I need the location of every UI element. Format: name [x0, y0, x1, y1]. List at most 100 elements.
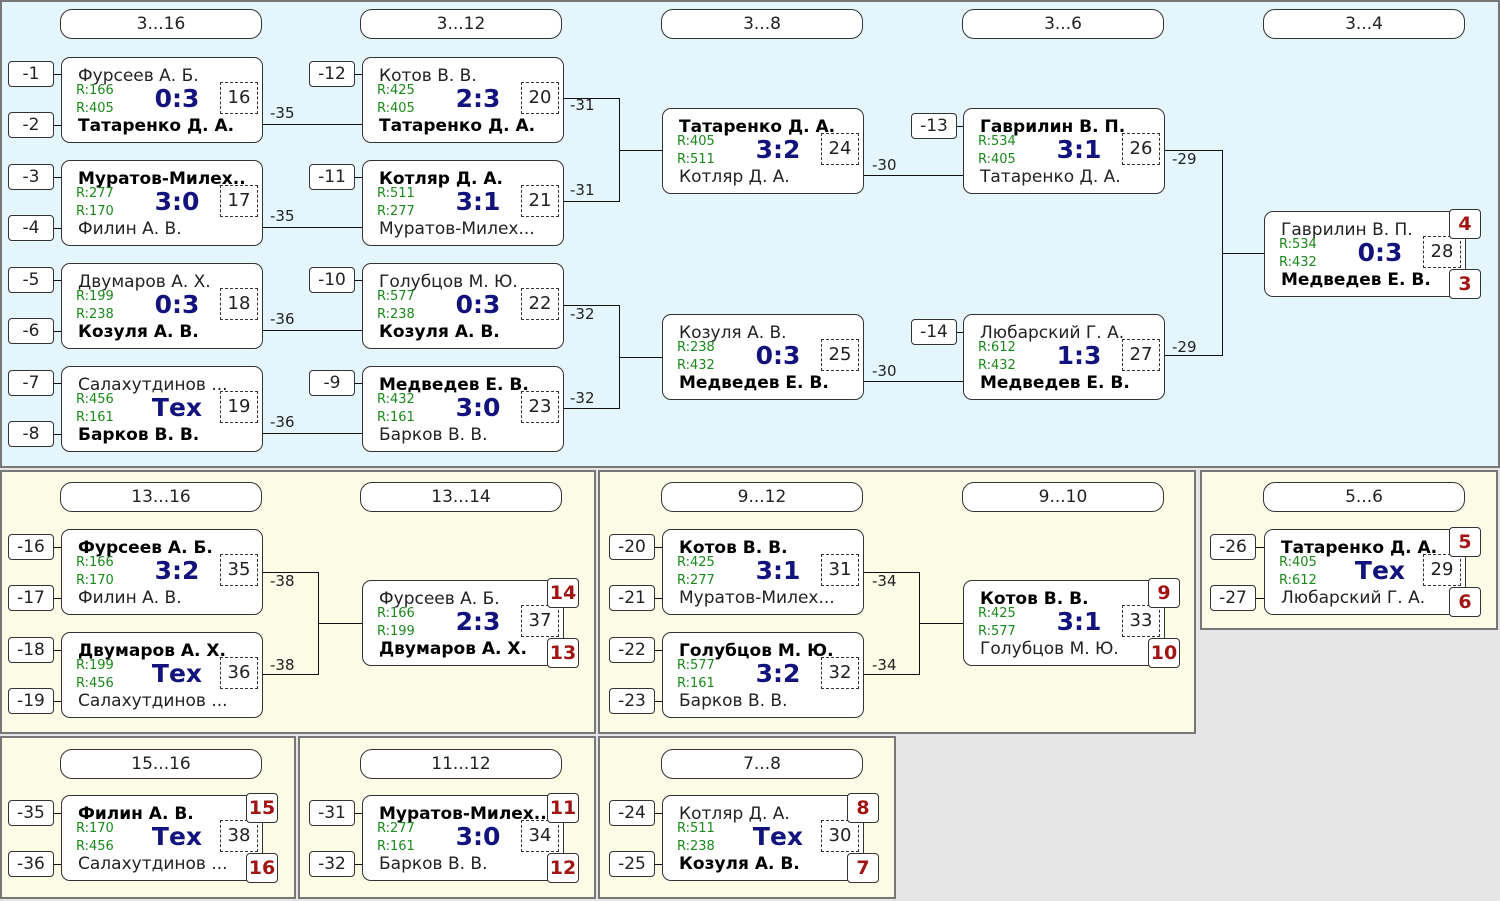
- player-rating: R:612: [1279, 573, 1317, 588]
- match-score: 3:0: [455, 822, 501, 851]
- seed-slot: -1: [8, 61, 54, 87]
- loser-reference: -34: [872, 656, 897, 674]
- loser-reference: -32: [570, 389, 595, 407]
- player-rating: R:238: [377, 307, 415, 322]
- player-name: Муратов-Милех...: [78, 169, 246, 189]
- connector-line: [54, 813, 62, 814]
- player-rating: R:199: [76, 658, 114, 673]
- connector-line: [564, 305, 619, 306]
- player-rating: R:166: [76, 555, 114, 570]
- connector-line: [864, 381, 963, 382]
- player-name: Котляр Д. А.: [679, 167, 790, 187]
- seed-slot: -25: [609, 851, 655, 877]
- player-name: Филин А. В.: [78, 804, 194, 824]
- connector-line: [263, 227, 362, 228]
- loser-reference: -36: [270, 413, 295, 431]
- connector-line: [655, 547, 663, 548]
- match-number: 22: [521, 288, 559, 320]
- player-rating: R:166: [377, 606, 415, 621]
- match-score: Тех: [151, 659, 203, 688]
- seed-slot: -8: [8, 421, 54, 447]
- seed-slot: -18: [8, 637, 54, 663]
- match-number: 34: [521, 820, 559, 852]
- loser-reference: -32: [570, 305, 595, 323]
- match-number: 18: [220, 288, 258, 320]
- player-name: Котов В. В.: [379, 66, 477, 86]
- seed-slot: -5: [8, 267, 54, 293]
- player-name: Салахутдинов ...: [78, 691, 228, 711]
- player-rating: R:425: [677, 555, 715, 570]
- player-rating: R:456: [76, 839, 114, 854]
- player-name: Двумаров А. Х.: [379, 639, 527, 659]
- connector-line: [54, 864, 62, 865]
- player-rating: R:577: [377, 289, 415, 304]
- connector-line: [54, 650, 62, 651]
- connector-line: [619, 150, 662, 151]
- place-badge: 8: [847, 793, 879, 823]
- player-rating: R:277: [377, 821, 415, 836]
- connector-line: [655, 864, 663, 865]
- match-score: Тех: [151, 822, 203, 851]
- player-name: Любарский Г. А.: [1281, 588, 1426, 608]
- player-name: Двумаров А. Х.: [78, 272, 211, 292]
- match-score: 0:3: [455, 290, 501, 319]
- connector-line: [1165, 150, 1222, 151]
- match-number: 35: [220, 554, 258, 586]
- connector-line: [1256, 547, 1264, 548]
- connector-line: [957, 332, 965, 333]
- place-badge: 10: [1148, 638, 1180, 668]
- loser-reference: -31: [570, 181, 595, 199]
- loser-reference: -38: [270, 572, 295, 590]
- seed-slot: -32: [309, 851, 355, 877]
- seed-slot: -22: [609, 637, 655, 663]
- seed-slot: -9: [309, 370, 355, 396]
- connector-line: [263, 572, 318, 573]
- seed-slot: -19: [8, 688, 54, 714]
- player-name: Двумаров А. Х.: [78, 641, 226, 661]
- connector-line: [54, 701, 62, 702]
- loser-reference: -30: [872, 362, 897, 380]
- seed-slot: -2: [8, 112, 54, 138]
- place-badge: 11: [547, 793, 579, 823]
- player-name: Козуля А. В.: [78, 322, 199, 342]
- connector-line: [263, 124, 362, 125]
- player-rating: R:405: [377, 101, 415, 116]
- place-badge: 9: [1148, 578, 1180, 608]
- player-name: Барков В. В.: [379, 854, 488, 874]
- match-score: 3:1: [1056, 135, 1102, 164]
- match-score: 3:0: [455, 393, 501, 422]
- round-label: 9...10: [962, 482, 1164, 512]
- connector-line: [54, 598, 62, 599]
- match-number: 17: [220, 185, 258, 217]
- player-rating: R:432: [978, 358, 1016, 373]
- match-number: 36: [220, 657, 258, 689]
- round-label: 9...12: [661, 482, 863, 512]
- player-name: Любарский Г. А.: [980, 323, 1125, 343]
- match-number: 19: [220, 391, 258, 423]
- connector-line: [54, 125, 62, 126]
- player-name: Татаренко Д. А.: [379, 116, 536, 136]
